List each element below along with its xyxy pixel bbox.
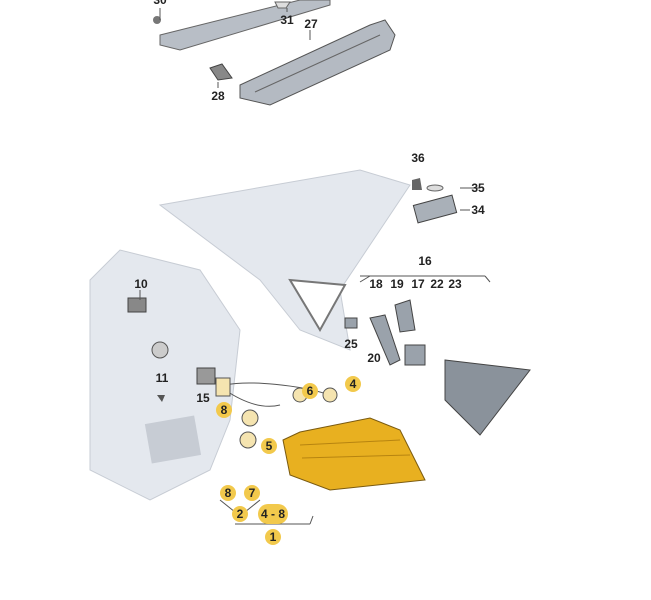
label-15[interactable]: 15	[196, 391, 210, 405]
label-35[interactable]: 35	[471, 181, 485, 195]
label-2[interactable]: 2	[237, 507, 244, 521]
socket-17[interactable]	[404, 344, 426, 366]
label-10[interactable]: 10	[134, 277, 148, 291]
clip-30[interactable]	[153, 16, 161, 24]
clip-28[interactable]	[209, 63, 233, 81]
plate-lamp-34[interactable]	[412, 194, 458, 224]
clip-31[interactable]	[274, 1, 291, 9]
label-8-group[interactable]: 8	[225, 486, 232, 500]
label-23[interactable]: 23	[448, 277, 462, 291]
bracket-20[interactable]	[369, 314, 401, 366]
label-8[interactable]: 8	[221, 403, 228, 417]
clip-36[interactable]	[412, 178, 422, 190]
bulb-holder-7[interactable]	[239, 431, 257, 449]
label-18[interactable]: 18	[369, 277, 383, 291]
label-5[interactable]: 5	[266, 439, 273, 453]
label-17[interactable]: 17	[411, 277, 425, 291]
nut-11[interactable]	[157, 395, 165, 402]
label-19[interactable]: 19	[390, 277, 404, 291]
label-7[interactable]: 7	[249, 486, 256, 500]
label-34[interactable]: 34	[471, 203, 485, 217]
label-30[interactable]: 30	[153, 0, 167, 7]
label-36[interactable]: 36	[411, 151, 425, 165]
tail-lamp-1[interactable]	[282, 417, 426, 491]
label-4[interactable]: 4	[350, 377, 357, 391]
bulb-35[interactable]	[426, 184, 444, 192]
label-28[interactable]: 28	[211, 89, 225, 103]
clip-25[interactable]	[344, 317, 358, 329]
label-31[interactable]: 31	[280, 13, 294, 27]
label-27[interactable]: 27	[304, 17, 318, 31]
label-11[interactable]: 11	[156, 371, 169, 385]
holder-19[interactable]	[394, 299, 416, 333]
label-25[interactable]: 25	[344, 337, 358, 351]
connector-15[interactable]	[196, 367, 216, 385]
label-1[interactable]: 1	[270, 530, 277, 544]
grommet	[151, 341, 169, 359]
part-labels: 30 31 27 28 36 35 34 16 10 18 19 17 22 2…	[134, 0, 485, 544]
cover-panel-27[interactable]	[239, 19, 396, 106]
label-22[interactable]: 22	[430, 277, 444, 291]
label-6[interactable]: 6	[307, 384, 314, 398]
label-4-8[interactable]: 4 - 8	[261, 507, 285, 521]
label-16[interactable]: 16	[418, 254, 432, 268]
label-20[interactable]: 20	[367, 351, 381, 365]
connector-10[interactable]	[127, 297, 147, 313]
trim-strip-part[interactable]	[159, 0, 331, 51]
highlight-badges	[216, 376, 361, 545]
inner-tail-lamp[interactable]	[444, 359, 531, 436]
